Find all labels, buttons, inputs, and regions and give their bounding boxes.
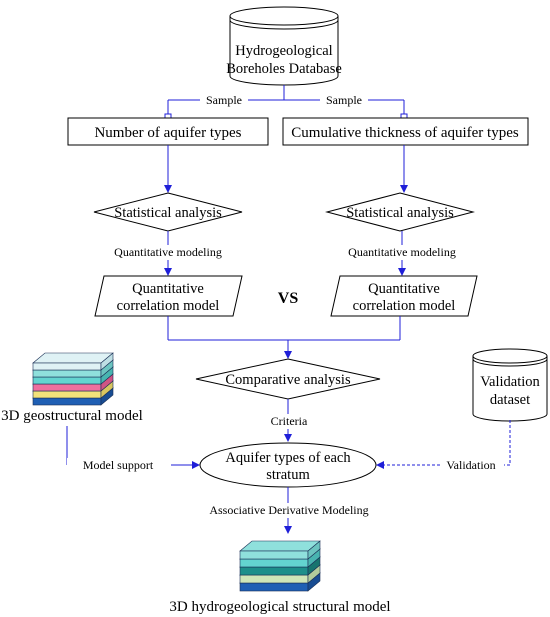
aquifer-types-line2: stratum xyxy=(266,467,310,483)
associative-bg xyxy=(204,503,374,518)
sample-left-bg xyxy=(200,92,248,108)
aquifer-count-label: Number of aquifer types xyxy=(94,125,241,141)
aquifer-count-box: Number of aquifer types xyxy=(67,117,269,146)
model-left-line2: correlation model xyxy=(117,298,220,314)
model-right-parallelogram: Quantitative correlation model xyxy=(330,275,478,317)
database-label-line2: Boreholes Database xyxy=(226,61,342,77)
aquifer-types-stratum-node: Aquifer types of each stratum xyxy=(199,442,377,488)
quant-modeling-left-label: Quantitative modeling xyxy=(114,245,222,259)
geostructural-model-icon xyxy=(32,352,114,406)
criteria-label: Criteria xyxy=(271,414,308,428)
stats-left-diamond: Statistical analysis xyxy=(93,192,243,232)
database-label-line1: Hydrogeological xyxy=(235,43,332,59)
associative-label: Associative Derivative Modeling xyxy=(209,503,368,517)
sample-left-label: Sample xyxy=(206,93,242,107)
model-support-label: Model support xyxy=(83,458,154,472)
quant-right-bg xyxy=(340,245,464,260)
hydro-model-label: 3D hydrogeological structural model xyxy=(169,599,390,615)
sample-right-label: Sample xyxy=(326,93,362,107)
model-right-line1: Quantitative xyxy=(368,281,440,297)
sample-right-bg xyxy=(320,92,368,108)
validation-dataset-line2: dataset xyxy=(490,392,530,408)
quant-left-bg xyxy=(106,245,230,260)
stats-right-label: Statistical analysis xyxy=(346,205,454,221)
stats-right-diamond: Statistical analysis xyxy=(325,192,475,232)
database-node: Hydrogeological Boreholes Database xyxy=(226,6,342,86)
model-right-line2: correlation model xyxy=(353,298,456,314)
model-support-bg xyxy=(67,458,171,472)
aquifer-types-line1: Aquifer types of each xyxy=(225,450,351,466)
stats-left-label: Statistical analysis xyxy=(114,205,222,221)
aquifer-thickness-label: Cumulative thickness of aquifer types xyxy=(291,125,519,141)
validation-label: Validation xyxy=(446,458,495,472)
validation-dataset-node: Validation dataset xyxy=(472,348,548,422)
validation-dataset-line1: Validation xyxy=(480,374,540,390)
geostructural-label: 3D geostructural model xyxy=(1,408,143,424)
model-left-line1: Quantitative xyxy=(132,281,204,297)
hydro-model-icon xyxy=(239,540,321,592)
merge-connectors xyxy=(167,316,401,359)
aquifer-thickness-box: Cumulative thickness of aquifer types xyxy=(282,117,529,146)
validation-bg xyxy=(440,458,504,472)
comparative-label: Comparative analysis xyxy=(225,372,351,388)
criteria-bg xyxy=(266,414,312,429)
quant-modeling-right-label: Quantitative modeling xyxy=(348,245,456,259)
model-left-parallelogram: Quantitative correlation model xyxy=(94,275,243,317)
vs-label: VS xyxy=(278,290,299,307)
comparative-diamond: Comparative analysis xyxy=(195,358,381,400)
